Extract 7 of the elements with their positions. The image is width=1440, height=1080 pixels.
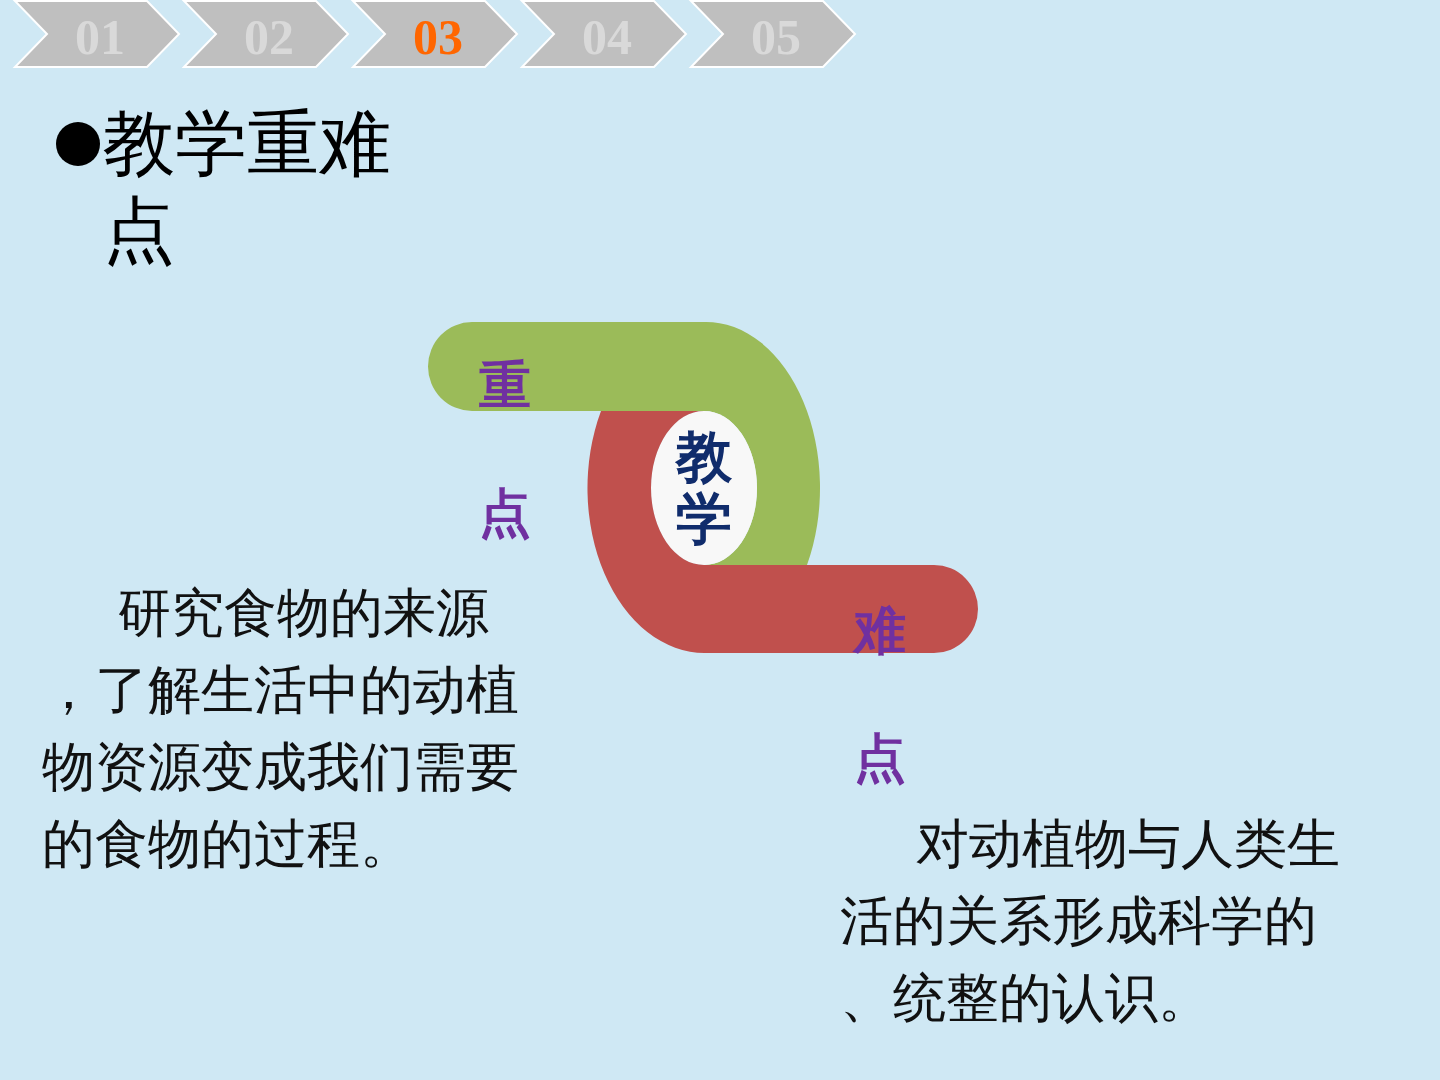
oval-label: 教学 (676, 426, 732, 550)
body-paragraph: 对动植物与人类生活的关系形成科学的、统整的认识。 (840, 812, 1341, 1030)
step-number: 03 (413, 12, 463, 62)
slide-title: 教学重难点 (103, 100, 392, 274)
band-label: 重点 (479, 354, 531, 545)
band-label: 难点 (854, 599, 906, 790)
body-paragraph: 研究食物的来源，了解生活中的动植物资源变成我们需要的食物的过程。 (42, 581, 520, 876)
